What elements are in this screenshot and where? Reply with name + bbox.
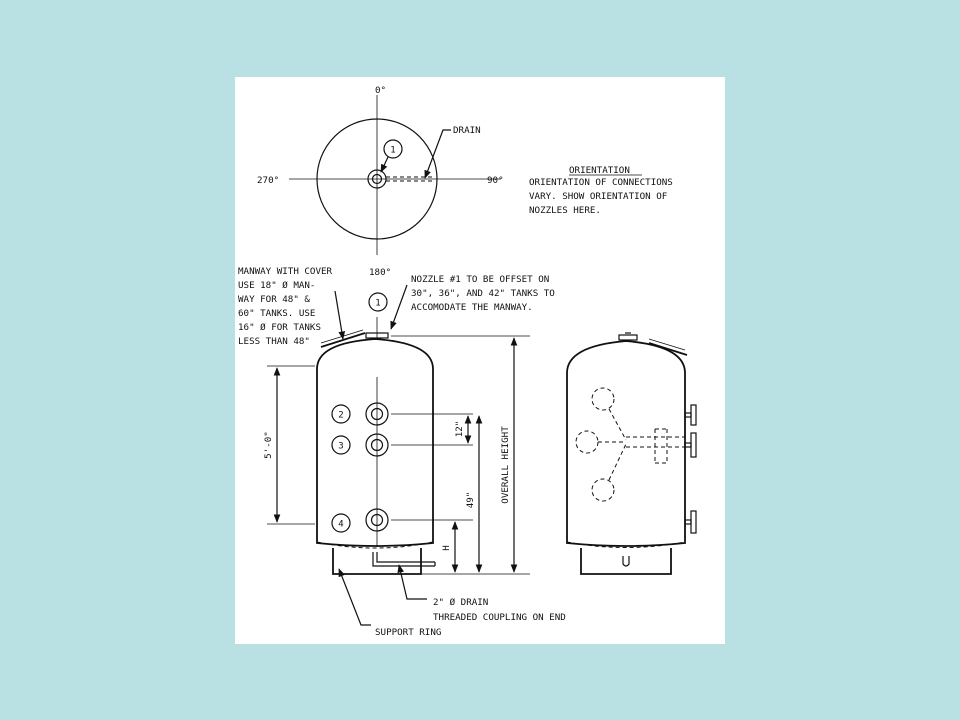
nozzle-4-balloon [331,513,351,533]
nozzle-2-balloon [331,404,351,424]
internal-circle-left [575,430,599,454]
dim-5ft: 5'-0" [263,431,274,459]
angle-270: 270° [257,175,279,186]
tank-drawing: 1 DRAIN 0° 270° 90° 180° ORIENTATION ORI… [238,85,697,638]
dim-h: H [441,545,452,551]
nozzle-1-side-number: 1 [375,299,380,309]
angle-0: 0° [375,85,386,96]
manway-cover [320,332,366,348]
side-view-side [566,332,697,575]
nozzle-4-number: 4 [338,520,343,530]
side-nozzle-3 [684,442,692,448]
nozzle1-note: NOZZLE #1 TO BE OFFSET ON 30", 36", AND … [390,274,555,330]
orientation-line-3: NOZZLES HERE. [529,205,601,216]
drain-note-line-2: THREADED COUPLING ON END [433,612,566,623]
dim-49: 49" [465,492,476,509]
bottom-head-dashed [316,541,434,549]
manway-line-4: 60" TANKS. USE [238,308,315,319]
nozzle-1-number: 1 [390,146,395,156]
nozzle-1-side-balloon [368,292,388,312]
drain-label: DRAIN [453,125,481,136]
drain-coupling [372,552,435,567]
tank-shell [316,338,434,547]
manway-line-2: USE 18" Ø MAN- [238,280,315,291]
top-view: 1 DRAIN 0° 270° 90° 180° [257,85,504,278]
orientation-title: ORIENTATION [569,165,630,176]
drawing-sheet: 1 DRAIN 0° 270° 90° 180° ORIENTATION ORI… [235,77,725,644]
drain-leader [424,129,451,179]
side-nozzle-2 [684,412,692,418]
support-ring-label: SUPPORT RING [375,627,441,638]
nozzle1-note-leader [390,284,408,330]
nozzle-1-leader [380,156,389,173]
top-nozzle-flange [365,332,389,339]
nozzle1-note-line-1: NOZZLE #1 TO BE OFFSET ON [411,274,549,285]
internal-circle-top [591,387,615,411]
angle-180: 180° [369,267,391,278]
support-ring-leader [338,568,371,626]
nozzle-3-number: 3 [338,442,343,452]
manway-leader [334,290,346,340]
angle-90: 90° [487,175,504,186]
orientation-note: ORIENTATION ORIENTATION OF CONNECTIONS V… [529,165,673,216]
top-nozzle-side [618,334,638,341]
nozzle-3-balloon [331,435,351,455]
support-ring-side [580,548,672,575]
nozzle1-note-line-3: ACCOMODATE THE MANWAY. [411,302,533,313]
dim-overall: OVERALL HEIGHT [500,426,511,504]
internal-circle-bottom [591,478,615,502]
nozzle-2-number: 2 [338,411,343,421]
orientation-line-1: ORIENTATION OF CONNECTIONS [529,177,673,188]
manway-line-3: WAY FOR 48" & [238,294,310,305]
manway-line-6: LESS THAN 48" [238,336,310,347]
dim-12: 12" [454,421,465,438]
side-view-front: 1 2 3 4 5'-0" 12" 4 [263,292,530,626]
side-nozzle-4 [684,519,692,525]
drain-note-line-1: 2" Ø DRAIN [433,597,488,608]
tank-shell-side [566,340,686,547]
manway-line-1: MANWAY WITH COVER [238,266,333,277]
drain-note-leader [397,564,427,600]
orientation-line-2: VARY. SHOW ORIENTATION OF [529,191,667,202]
manway-note: MANWAY WITH COVER USE 18" Ø MAN- WAY FOR… [238,266,346,347]
manway-cover-side [648,342,688,356]
nozzle-1-balloon [383,139,403,159]
center-nozzle [367,169,387,189]
support-ring [332,548,422,575]
manway-line-5: 16" Ø FOR TANKS [238,322,321,333]
nozzle1-note-line-2: 30", 36", AND 42" TANKS TO [411,288,555,299]
